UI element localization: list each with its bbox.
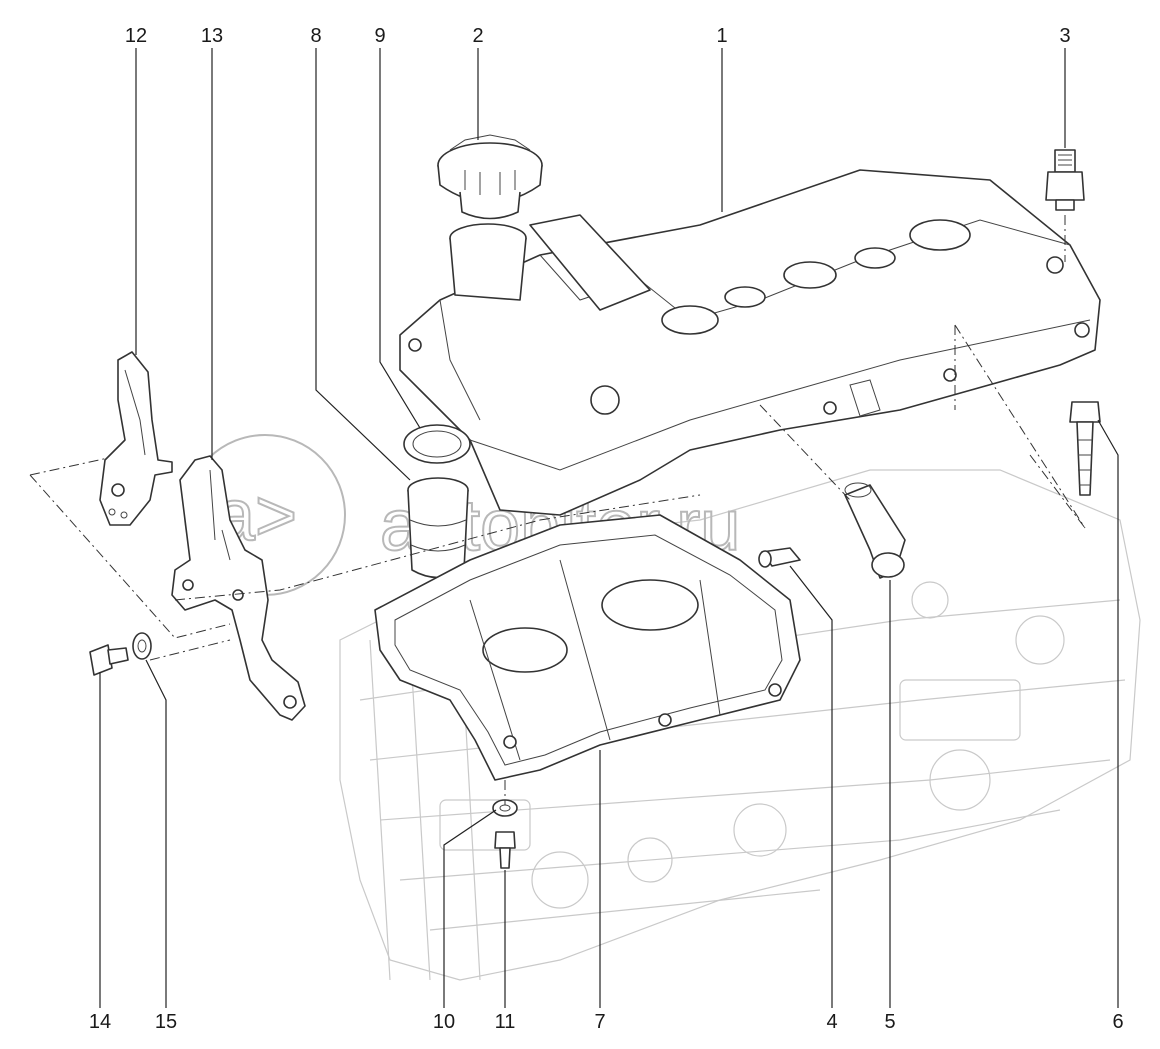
leader-15: [145, 659, 167, 1008]
small-pipe-part-4: [758, 547, 801, 568]
callout-3: 3: [1059, 25, 1070, 47]
callout-7: 7: [594, 1011, 605, 1033]
o-ring-part-9: [403, 424, 471, 464]
hose-part-5: [844, 482, 906, 579]
leader-8: [315, 48, 411, 481]
callout-6: 6: [1112, 1011, 1123, 1033]
callout-1: 1: [716, 25, 727, 47]
callout-5: 5: [884, 1011, 895, 1033]
leader-9: [379, 48, 421, 429]
leader-lines: [99, 48, 1119, 1008]
callout-8: 8: [310, 25, 321, 47]
oil-filler-cap-part-2: [437, 134, 543, 220]
callout-2: 2: [472, 25, 483, 47]
stud-part-3: [1045, 149, 1085, 211]
valve-cover-part-1: [399, 169, 1101, 516]
screw-part-11: [494, 831, 516, 869]
callout-13: 13: [201, 25, 223, 47]
callout-11: 11: [495, 1011, 516, 1033]
leader-6: [1097, 419, 1119, 1008]
bracket-part-12: [99, 351, 173, 526]
bracket-plate-part-13: [171, 455, 306, 721]
washer-part-15: [132, 632, 152, 660]
callout-9: 9: [374, 25, 385, 47]
small-bolt-part-14: [89, 644, 129, 676]
callout-labels: 12 13 8 9 2 1 3 14 15 10 11 7 4 5 6: [89, 25, 1124, 1033]
callout-15: 15: [155, 1011, 177, 1033]
assembly-lines: [29, 215, 1086, 805]
callout-4: 4: [826, 1011, 837, 1033]
leader-10: [443, 809, 497, 1008]
callout-14: 14: [89, 1011, 111, 1033]
lower-cover-gasket-part-7: [374, 514, 801, 781]
bolt-part-6: [1069, 401, 1101, 496]
callout-10: 10: [433, 1011, 455, 1033]
callout-12: 12: [125, 25, 147, 47]
leader-4: [789, 565, 833, 1008]
